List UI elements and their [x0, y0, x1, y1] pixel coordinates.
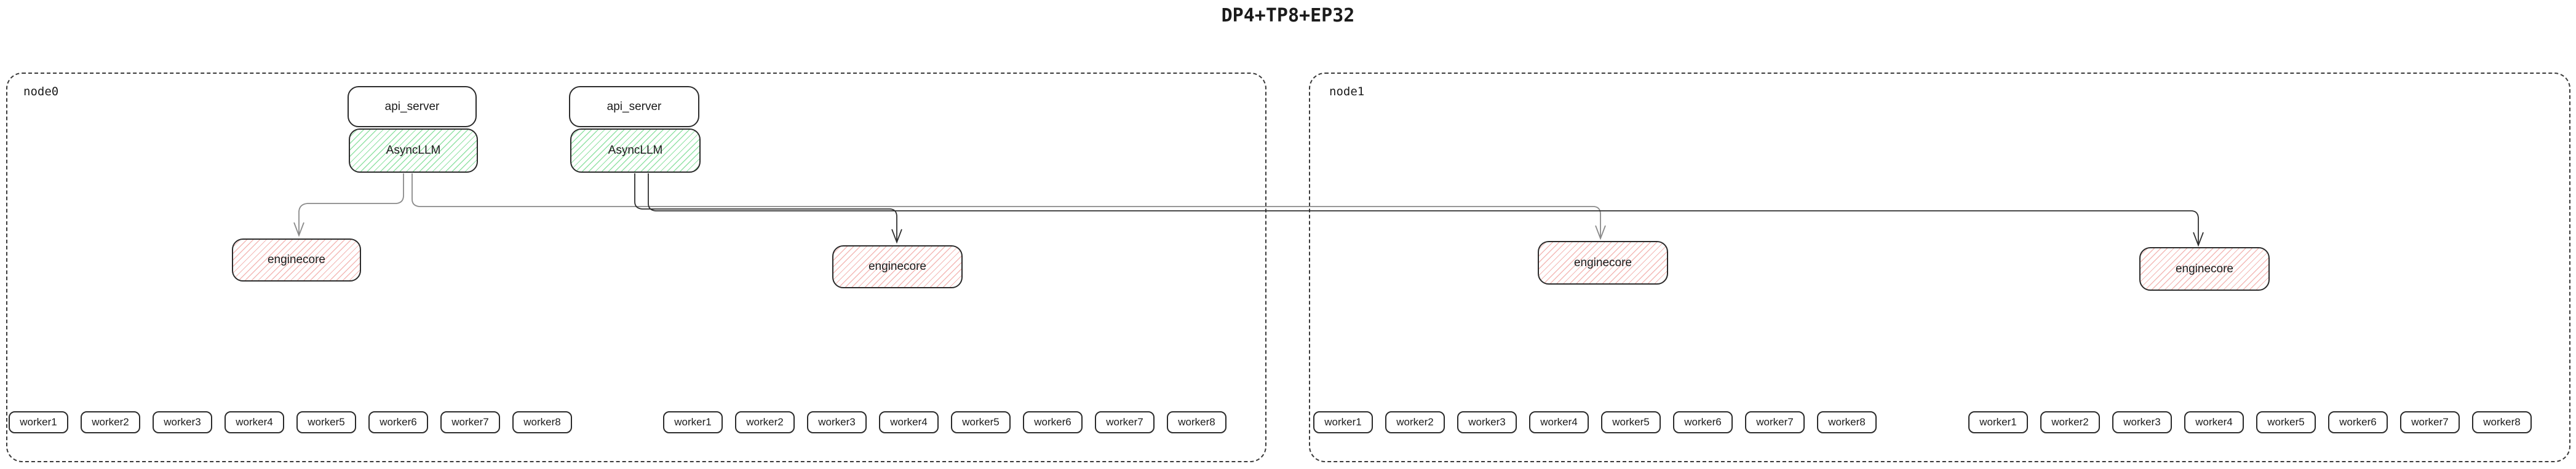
worker-box: worker1	[9, 411, 68, 433]
worker-box: worker4	[879, 411, 939, 433]
worker-box: worker5	[951, 411, 1011, 433]
worker-box: worker1	[1968, 411, 2028, 433]
worker-box: worker1	[1313, 411, 1373, 433]
diagram-title: DP4+TP8+EP32	[1221, 5, 1355, 26]
enginecore-box-n1-2: enginecore	[2139, 247, 2270, 291]
node1-label: node1	[1329, 85, 1365, 98]
worker-box: worker7	[1095, 411, 1155, 433]
worker-group-n1-1: worker1 worker2 worker3 worker4 worker5 …	[1313, 411, 1877, 433]
worker-box: worker7	[1745, 411, 1805, 433]
api-server-box-1: api_server	[348, 86, 477, 127]
enginecore-box-n0-2: enginecore	[832, 245, 963, 288]
worker-group-n1-2: worker1 worker2 worker3 worker4 worker5 …	[1968, 411, 2532, 433]
api-server-box-2: api_server	[569, 86, 699, 127]
worker-box: worker3	[153, 411, 212, 433]
worker-box: worker8	[512, 411, 572, 433]
enginecore-box-n1-1: enginecore	[1538, 241, 1668, 285]
worker-box: worker6	[368, 411, 428, 433]
asyncllm-box-1: AsyncLLM	[349, 128, 478, 173]
worker-box: worker3	[1457, 411, 1517, 433]
worker-box: worker8	[1167, 411, 1226, 433]
worker-box: worker5	[1601, 411, 1661, 433]
worker-group-n0-1: worker1 worker2 worker3 worker4 worker5 …	[9, 411, 572, 433]
worker-box: worker4	[1529, 411, 1589, 433]
node0-container	[6, 73, 1266, 462]
worker-box: worker3	[807, 411, 867, 433]
worker-box: worker2	[2040, 411, 2100, 433]
node1-container	[1309, 73, 2570, 462]
worker-box: worker6	[2328, 411, 2388, 433]
worker-box: worker2	[81, 411, 140, 433]
worker-box: worker7	[440, 411, 500, 433]
worker-group-n0-2: worker1 worker2 worker3 worker4 worker5 …	[663, 411, 1226, 433]
worker-box: worker8	[2472, 411, 2532, 433]
node0-label: node0	[23, 85, 59, 98]
worker-box: worker4	[2184, 411, 2244, 433]
asyncllm-box-2: AsyncLLM	[570, 128, 701, 173]
worker-box: worker7	[2400, 411, 2460, 433]
worker-box: worker1	[663, 411, 723, 433]
worker-box: worker5	[296, 411, 356, 433]
worker-box: worker5	[2256, 411, 2316, 433]
worker-box: worker6	[1023, 411, 1083, 433]
worker-box: worker8	[1817, 411, 1877, 433]
enginecore-box-n0-1: enginecore	[232, 238, 361, 282]
worker-box: worker2	[1385, 411, 1445, 433]
worker-box: worker4	[225, 411, 284, 433]
worker-box: worker3	[2112, 411, 2172, 433]
worker-box: worker2	[735, 411, 795, 433]
worker-box: worker6	[1673, 411, 1733, 433]
